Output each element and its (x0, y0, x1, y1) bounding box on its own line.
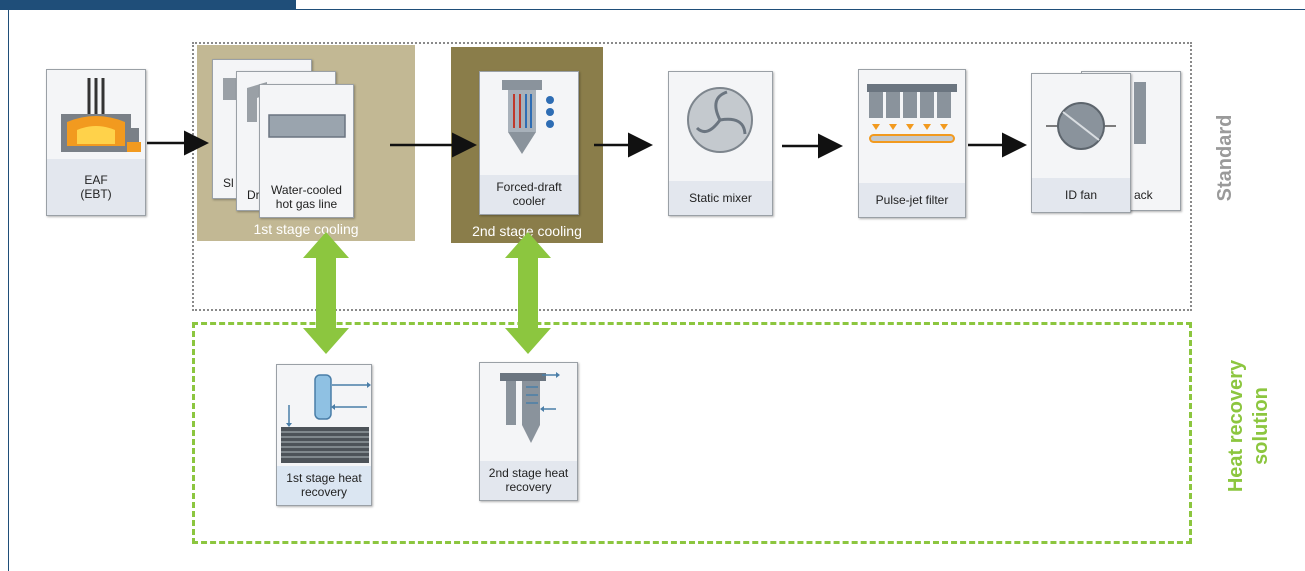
static-mixer-card: Static mixer (668, 71, 773, 216)
stack-label: ack (1134, 188, 1153, 202)
standard-frame (192, 42, 1192, 311)
static-mixer-label: Static mixer (669, 181, 772, 215)
stage2-label: 2nd stage cooling (472, 223, 582, 239)
boiler-icon (500, 372, 560, 443)
hr1-label-line1: 1st stage heat (286, 471, 362, 485)
heat-recovery-frame (192, 322, 1192, 544)
pulse-jet-filter-label: Pulse-jet filter (859, 183, 965, 217)
eaf-card: EAF (EBT) (46, 69, 146, 216)
standard-label: Standard (1214, 114, 1236, 202)
filter-icon (867, 84, 957, 143)
stage1-back-card-2-label: Dr (247, 188, 260, 202)
furnace-icon (47, 70, 145, 165)
id-fan-card: ID fan (1031, 73, 1131, 213)
cooler-icon (502, 80, 554, 154)
fan-icon (1046, 102, 1116, 150)
eaf-label-line2: (EBT) (80, 187, 112, 201)
hot-gas-line-label-line2: hot gas line (275, 197, 338, 211)
mixer-icon (687, 87, 753, 153)
duct-icon (268, 114, 346, 138)
green-double-arrow-stage2 (505, 232, 551, 354)
hr1-card: 1st stage heat recovery (276, 364, 372, 506)
stack-icon (1134, 82, 1146, 144)
eaf-label-line1: EAF (84, 173, 108, 187)
heat-recovery-label-line2: solution (1250, 387, 1272, 465)
header-rule (296, 9, 1305, 10)
cooler-label-line1: Forced-draft (496, 180, 562, 194)
left-rule (8, 10, 9, 571)
id-fan-label: ID fan (1032, 178, 1130, 212)
heat-exchanger-icon (281, 374, 371, 463)
water-cooled-hot-gas-line-card: Water-cooled hot gas line (259, 84, 354, 218)
cooler-label-line2: cooler (512, 194, 546, 208)
stage1-label: 1st stage cooling (253, 221, 359, 237)
forced-draft-cooler-card: Forced-draft cooler (479, 71, 579, 215)
heat-recovery-label: Heat recovery solution (1224, 341, 1276, 511)
hr1-label-line2: recovery (300, 485, 347, 499)
hr2-label-line2: recovery (505, 480, 552, 494)
pulse-jet-filter-card: Pulse-jet filter (858, 69, 966, 218)
heat-recovery-label-line1: Heat recovery (1225, 359, 1247, 493)
duct-icon (223, 78, 237, 100)
stage1-back-card-1-label: Sl (223, 176, 234, 190)
header-bar (0, 0, 296, 10)
hr2-label-line1: 2nd stage heat (488, 466, 569, 480)
green-double-arrow-stage1 (303, 232, 349, 354)
hot-gas-line-label-line1: Water-cooled (271, 183, 342, 197)
hr2-card: 2nd stage heat recovery (479, 362, 578, 501)
